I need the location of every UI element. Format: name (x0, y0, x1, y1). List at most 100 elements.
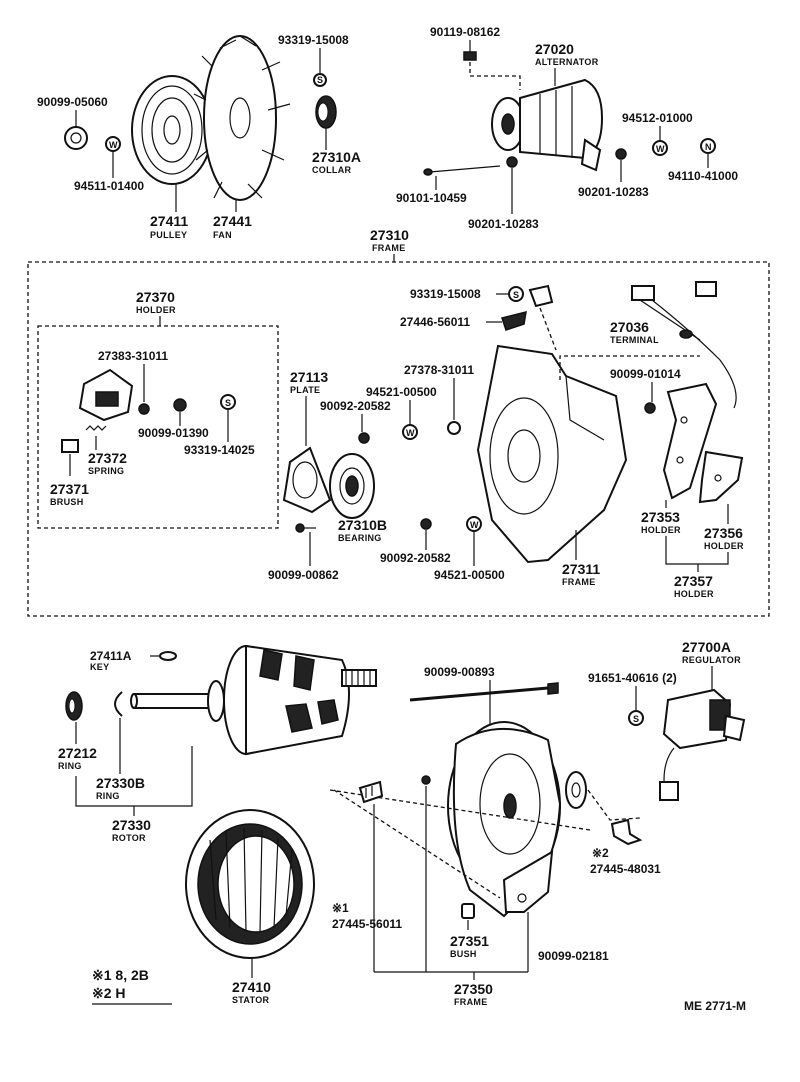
part-number-27330B: 27330B (96, 775, 145, 791)
regulator-part (659, 688, 746, 801)
part-number-90201-10283-upper: 90201-10283 (578, 185, 649, 199)
nut-n-part: N (700, 138, 716, 154)
part-number-27351: 27351 (450, 933, 489, 949)
part-number-90099-01390: 90099-01390 (138, 426, 209, 440)
part-number-27700A: 27700A (682, 639, 731, 655)
part-number-90099-02181: 90099-02181 (538, 949, 609, 963)
part-name-holder-27356: HOLDER (704, 541, 744, 551)
legend-mark-2: ※2 H (92, 985, 126, 1001)
spring-part (85, 425, 107, 431)
part-number-94512-01000: 94512-01000 (622, 111, 693, 125)
part-name-stator: STATOR (232, 995, 269, 1005)
svg-text:W: W (109, 140, 118, 150)
part-number-94110-41000: 94110-41000 (668, 169, 738, 183)
part-name-regulator: REGULATOR (682, 655, 741, 665)
insulator-holder-part (698, 450, 744, 504)
washer-part: W (105, 136, 121, 152)
part-number-27445-48031: 27445-48031 (590, 862, 661, 876)
nut-part (64, 126, 88, 150)
svg-text:S: S (225, 398, 231, 408)
part-number-27113: 27113 (290, 369, 328, 385)
rear-frame-part (476, 344, 628, 564)
frame-group-border (27, 261, 770, 617)
part-number-27370: 27370 (136, 289, 175, 305)
mark-1: ※1 (332, 901, 349, 915)
terminal-clip-56011-part (358, 780, 384, 804)
part-name-frame-27350: FRAME (454, 997, 488, 1007)
part-name-terminal: TERMINAL (610, 335, 659, 345)
svg-text:S: S (633, 714, 639, 724)
part-number-90092-20582-upper: 90092-20582 (320, 399, 391, 413)
part-number-27445-56011: 27445-56011 (332, 917, 402, 931)
part-name-frame-27310: FRAME (372, 243, 406, 253)
part-name-plate: PLATE (290, 385, 320, 395)
part-number-93319-15008-mid: 93319-15008 (410, 287, 481, 301)
brush-part (61, 439, 79, 453)
part-name-ring-27330B: RING (96, 791, 120, 801)
part-number-27020: 27020 (535, 41, 574, 57)
snap-ring-part: S (313, 73, 327, 87)
legend-mark-1: ※1 8, 2B (92, 967, 149, 983)
brush-holder-group-border (37, 325, 279, 529)
svg-text:S: S (513, 290, 519, 300)
part-name-ring-27212: RING (58, 761, 82, 771)
part-number-94521-00500-upper: 94521-00500 (366, 385, 437, 399)
snap-ring-part: S (508, 286, 524, 302)
part-number-91651-40616: 91651-40616 (2) (588, 671, 677, 685)
svg-text:W: W (406, 428, 415, 438)
plate-part (282, 446, 332, 514)
part-number-94511-01400: 94511-01400 (74, 179, 144, 193)
part-number-27330: 27330 (112, 817, 151, 833)
diagram-code: ME 2771-M (684, 999, 746, 1013)
stator-part (185, 809, 315, 959)
part-number-27310B: 27310B (338, 517, 387, 533)
part-number-27410: 27410 (232, 979, 271, 995)
part-number-27357: 27357 (674, 573, 713, 589)
terminal-clip-48031-part (610, 818, 643, 846)
part-number-90099-01014: 90099-01014 (610, 367, 681, 381)
part-name-pulley: PULLEY (150, 230, 187, 240)
part-number-27036: 27036 (610, 319, 649, 335)
part-number-93319-15008: 93319-15008 (278, 33, 349, 47)
part-number-27353: 27353 (641, 509, 680, 525)
mark-2: ※2 (592, 846, 609, 860)
part-number-27446-56011: 27446-56011 (400, 315, 470, 329)
bush-part (461, 903, 475, 919)
part-name-fan: FAN (213, 230, 232, 240)
terminal-part (631, 281, 737, 409)
screw-part: S (628, 710, 644, 726)
washer-part: W (402, 424, 418, 440)
part-name-rotor: ROTOR (112, 833, 146, 843)
part-name-key: KEY (90, 662, 109, 672)
part-number-90099-05060: 90099-05060 (37, 95, 108, 109)
part-number-90119-08162: 90119-08162 (430, 25, 500, 39)
drive-end-frame-part (447, 721, 562, 918)
rectifier-holder-part (662, 382, 718, 500)
part-name-bush: BUSH (450, 949, 477, 959)
part-number-27311: 27311 (562, 561, 600, 577)
rotor-part (130, 644, 377, 756)
part-number-27378-31011: 27378-31011 (404, 363, 474, 377)
pulley-part (131, 75, 213, 185)
collar-part (315, 95, 337, 129)
part-number-27411: 27411 (150, 213, 188, 229)
alternator-assembly-part (491, 78, 604, 172)
part-name-holder-27353: HOLDER (641, 525, 681, 535)
part-name-frame-27311: FRAME (562, 577, 596, 587)
part-number-27441: 27441 (213, 213, 252, 229)
part-number-90092-20582-lower: 90092-20582 (380, 551, 451, 565)
part-number-27371: 27371 (50, 481, 89, 497)
part-number-27411A: 27411A (90, 649, 132, 663)
part-number-90099-00862: 90099-00862 (268, 568, 339, 582)
part-name-bearing: BEARING (338, 533, 382, 543)
part-number-93319-14025: 93319-14025 (184, 443, 255, 457)
part-number-27212: 27212 (58, 745, 97, 761)
fan-part (193, 35, 291, 201)
snap-ring-part: S (220, 394, 236, 410)
svg-text:S: S (317, 75, 323, 85)
bolt-part (463, 51, 477, 61)
svg-text:W: W (656, 144, 665, 154)
brush-holder-part (78, 368, 134, 422)
part-number-94521-00500-lower: 94521-00500 (434, 568, 505, 582)
